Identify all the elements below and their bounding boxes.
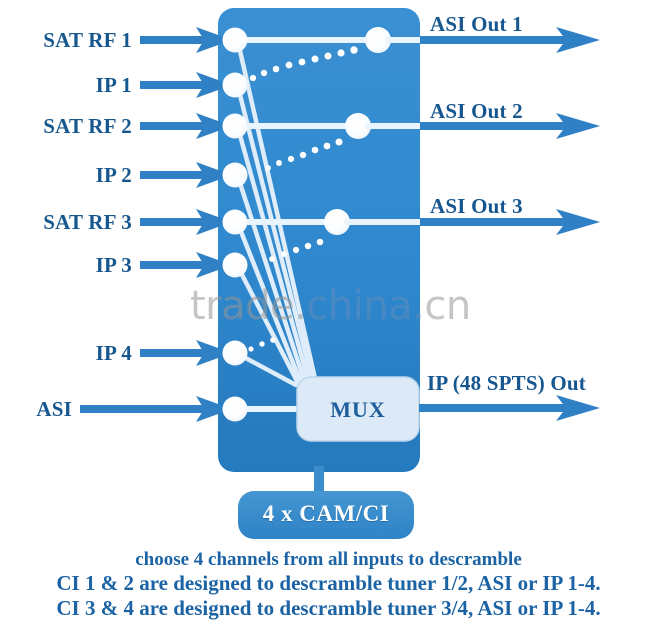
caption-line-1: choose 4 channels from all inputs to des… [135, 549, 522, 570]
input-label-sat-rf-3: SAT RF 3 [43, 210, 132, 234]
input-arrows [80, 27, 232, 422]
input-label-ip-3: IP 3 [95, 253, 132, 277]
dotted-crosslinks [248, 46, 358, 352]
input-label-asi: ASI [36, 397, 72, 421]
mux-block-label: MUX [330, 397, 386, 422]
cam-connector [314, 466, 324, 494]
output-label-asi-out-2: ASI Out 2 [430, 99, 523, 123]
input-label-sat-rf-1: SAT RF 1 [43, 28, 132, 52]
input-label-ip-4: IP 4 [95, 341, 132, 365]
input-label-ip-1: IP 1 [95, 73, 132, 97]
output-arrows [419, 27, 600, 421]
input-nodes [222, 27, 248, 422]
cam-block [238, 491, 414, 539]
output-label-asi-out-1: ASI Out 1 [430, 12, 523, 36]
caption-block: choose 4 channels from all inputs to des… [0, 548, 657, 621]
caption-line-3: CI 3 & 4 are designed to descramble tune… [56, 596, 601, 620]
output-tails [344, 37, 423, 225]
mux-fanin-bundle [235, 39, 319, 388]
output-label-asi-out-3: ASI Out 3 [430, 194, 523, 218]
cam-block-label: 4 x CAM/CI [262, 501, 390, 526]
output-label-ip-48-spts-out: IP (48 SPTS) Out [427, 371, 586, 395]
input-label-sat-rf-2: SAT RF 2 [43, 114, 132, 138]
input-label-ip-2: IP 2 [95, 163, 132, 187]
caption-line-2: CI 1 & 2 are designed to descramble tune… [56, 571, 601, 595]
output-nodes [324, 27, 391, 235]
